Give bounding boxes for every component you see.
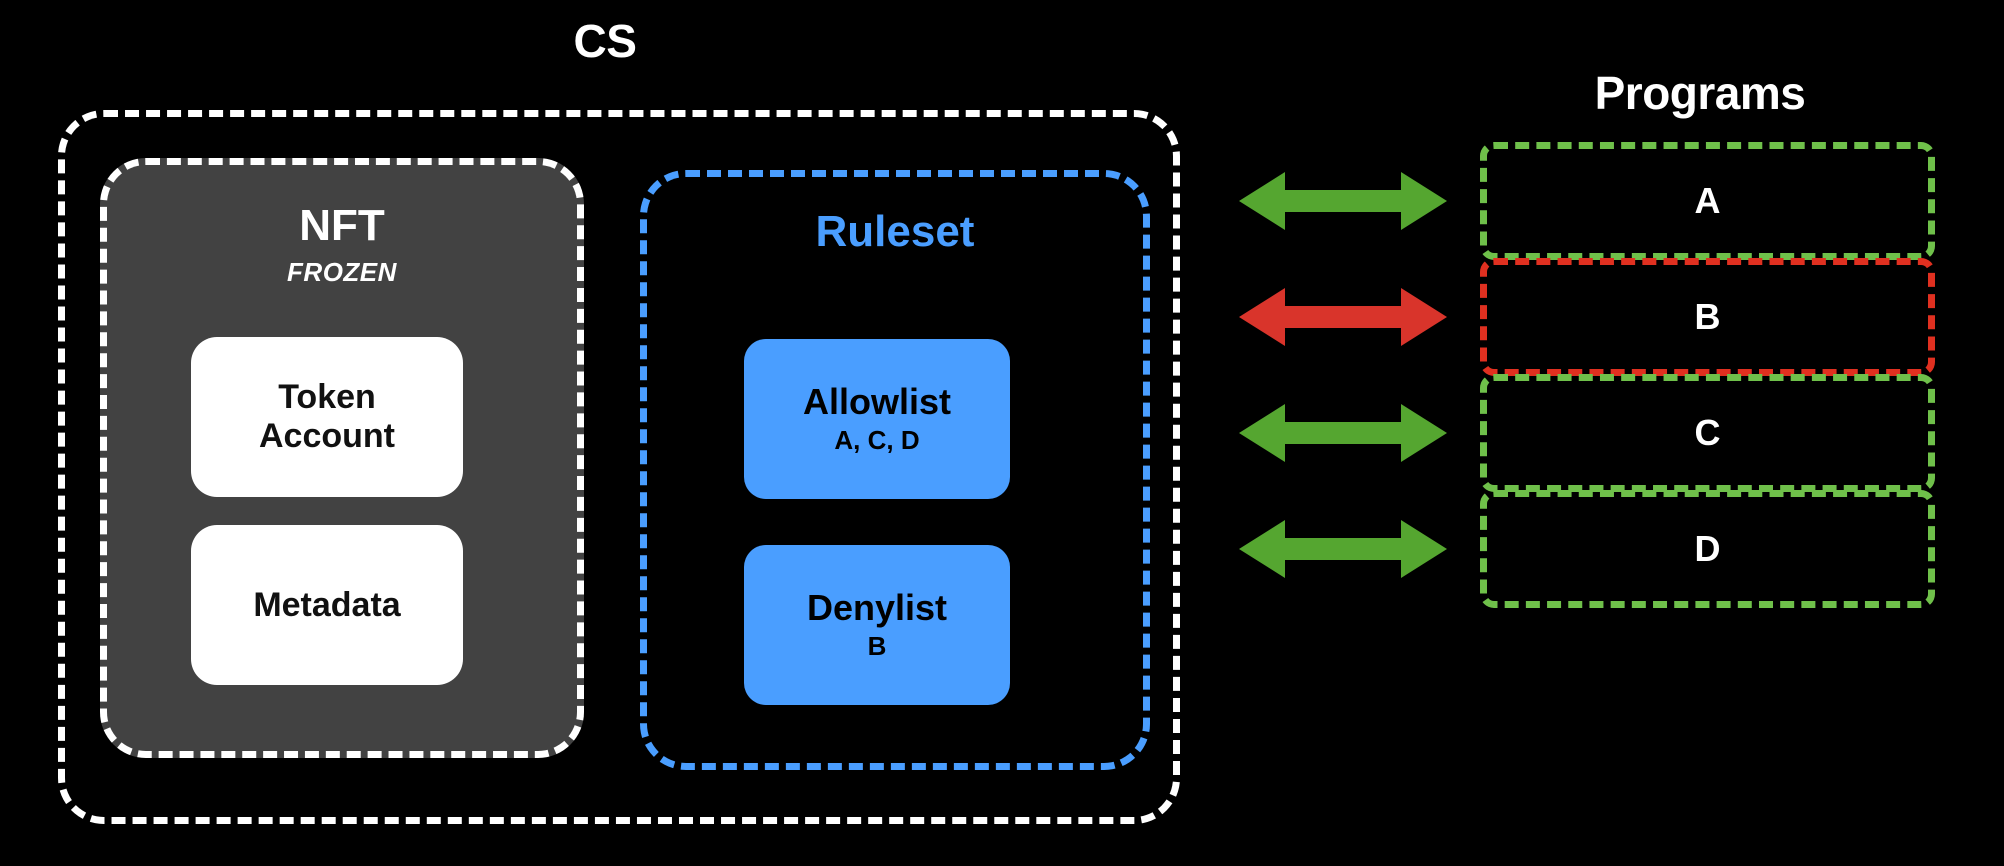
program-label-b: B [1694, 296, 1721, 337]
arrow-b-icon [1239, 286, 1447, 348]
allowlist-title: Allowlist [802, 380, 951, 422]
cs-title: CS [573, 15, 637, 67]
arrow-b-shape [1239, 288, 1447, 346]
arrow-a-shape [1239, 172, 1447, 230]
token-account-line2: Account [259, 417, 395, 455]
token-account-card: Token Account [191, 337, 463, 497]
arrow-c-shape [1239, 404, 1447, 462]
denylist-title: Denylist [806, 586, 948, 628]
allowlist-card: Allowlist A, C, D [744, 339, 1010, 499]
metadata-label: Metadata [253, 585, 401, 624]
nft-frozen-badge: FROZEN [287, 257, 397, 287]
program-box-d: D [1480, 490, 1935, 608]
denylist-card: Denylist B [744, 545, 1010, 705]
program-label-c: C [1694, 412, 1721, 453]
nft-group: NFT FROZEN Token Account Metadata [100, 158, 584, 758]
metadata-card: Metadata [191, 525, 463, 685]
arrow-a-icon [1239, 170, 1447, 232]
program-box-a: A [1480, 142, 1935, 260]
program-box-b: B [1480, 258, 1935, 376]
cs-container [58, 110, 1180, 824]
ruleset-title: Ruleset [815, 207, 975, 256]
nft-title: NFT [299, 201, 385, 250]
program-label-a: A [1694, 180, 1721, 221]
allowlist-entries: A, C, D [834, 425, 920, 456]
token-account-line1: Token [278, 378, 376, 417]
denylist-entries: B [867, 631, 887, 662]
ruleset-group: Ruleset Allowlist A, C, D Denylist B [640, 170, 1150, 770]
program-box-c: C [1480, 374, 1935, 492]
program-label-d: D [1694, 528, 1721, 569]
arrow-d-icon [1239, 518, 1447, 580]
arrow-c-icon [1239, 402, 1447, 464]
programs-title: Programs [1594, 67, 1806, 119]
arrow-d-shape [1239, 520, 1447, 578]
